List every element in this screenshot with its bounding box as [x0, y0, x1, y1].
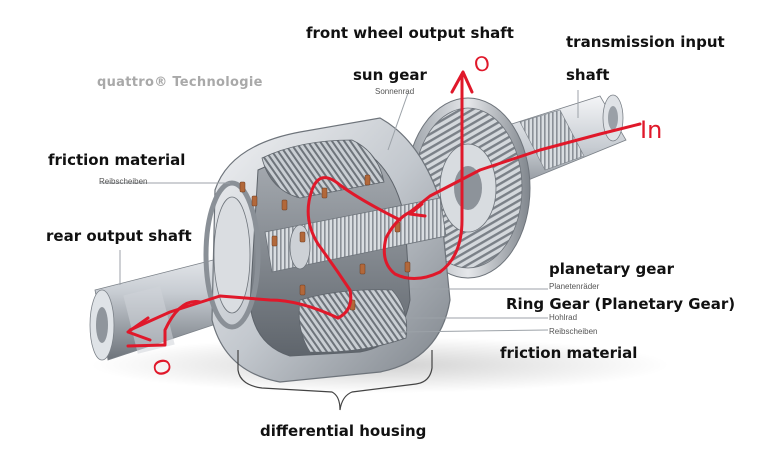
label-front-output-shaft: front wheel output shaft	[306, 24, 514, 42]
lower-helical-gear	[298, 289, 408, 353]
rear-flow-loop	[306, 176, 402, 320]
front-flow-arrow	[382, 73, 464, 280]
housing-bracket	[237, 350, 433, 411]
label-rear-output-shaft: rear output shaft	[46, 227, 192, 245]
input-flow-arrow	[408, 122, 642, 214]
label-differential-housing: differential housing	[260, 422, 427, 440]
label-planetary-gear: planetary gear	[549, 260, 674, 278]
label-sun-gear: sun gear	[353, 66, 427, 84]
label-ring-gear: Ring Gear (Planetary Gear)	[506, 295, 736, 313]
label-transmission-input: transmission input	[566, 33, 725, 51]
annotation-in: In	[640, 116, 663, 144]
label-friction-material-bottom: friction material	[500, 344, 638, 362]
sublabel-ring-gear: Hohlrad	[549, 313, 578, 322]
brand-watermark: quattro® Technologie	[97, 75, 263, 90]
sublabel-friction-top: Reibscheiben	[99, 177, 148, 186]
power-flow-annotation	[126, 70, 642, 348]
leader-lines	[100, 90, 579, 333]
upper-helical-gear	[261, 139, 385, 199]
rear-flow-arrow	[128, 294, 340, 332]
rear-output-arrow	[126, 300, 202, 348]
sublabel-planetary-gear: Planetenräder	[549, 282, 600, 291]
friction-plates	[239, 174, 411, 311]
sublabel-friction-bottom: Reibscheiben	[549, 327, 598, 336]
sublabel-sun-gear: Sonnenrad	[375, 87, 415, 96]
label-friction-material-top: friction material	[48, 151, 186, 169]
label-transmission-input-shaft: shaft	[566, 66, 610, 84]
